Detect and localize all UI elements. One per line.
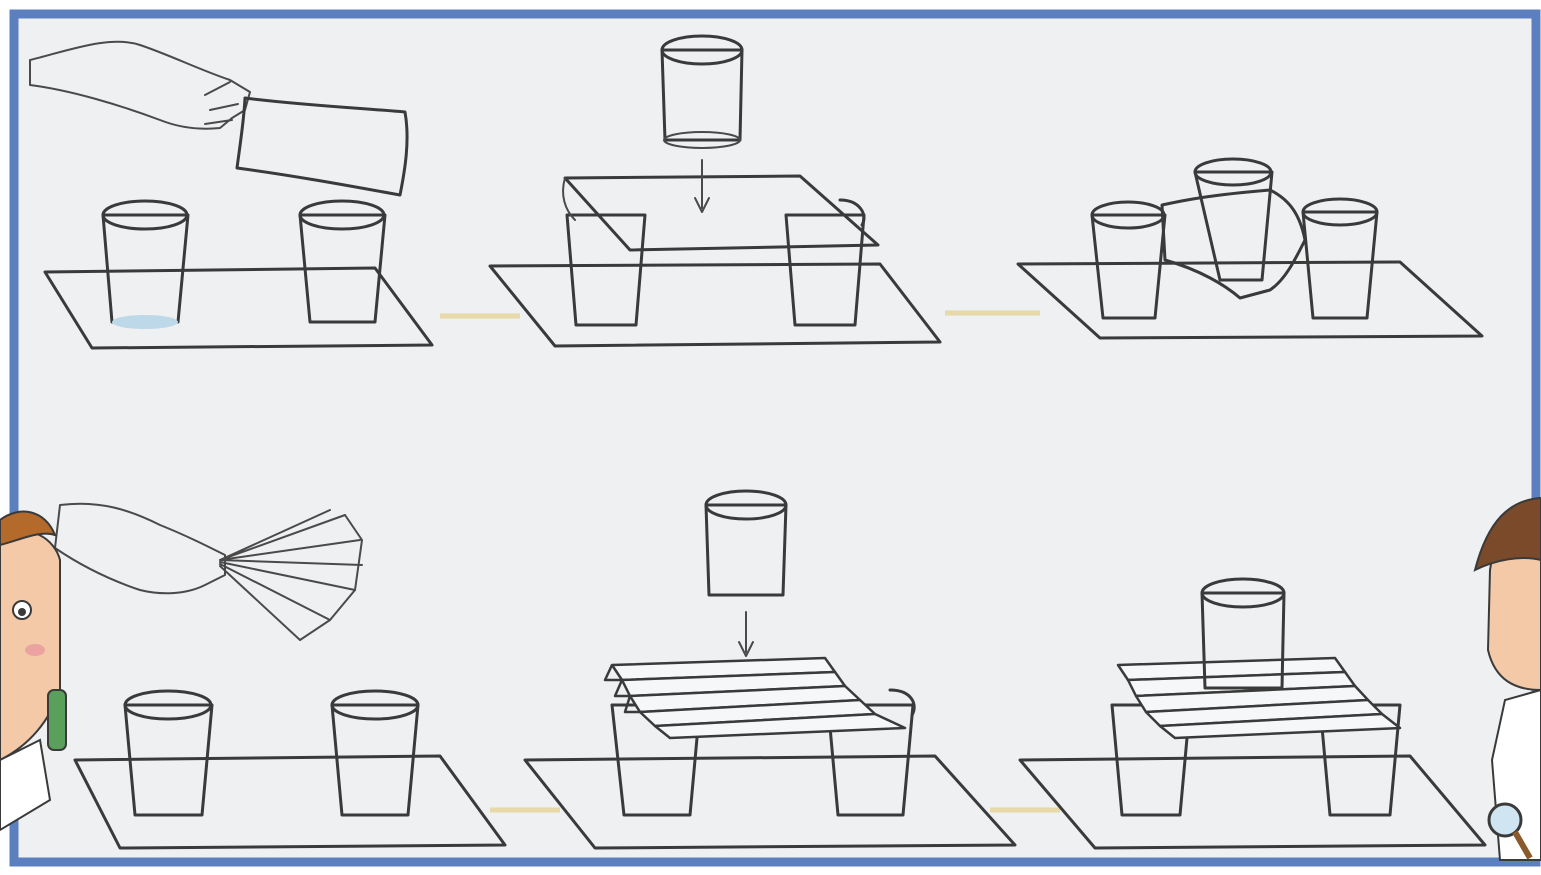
panel-background [14, 14, 1536, 862]
